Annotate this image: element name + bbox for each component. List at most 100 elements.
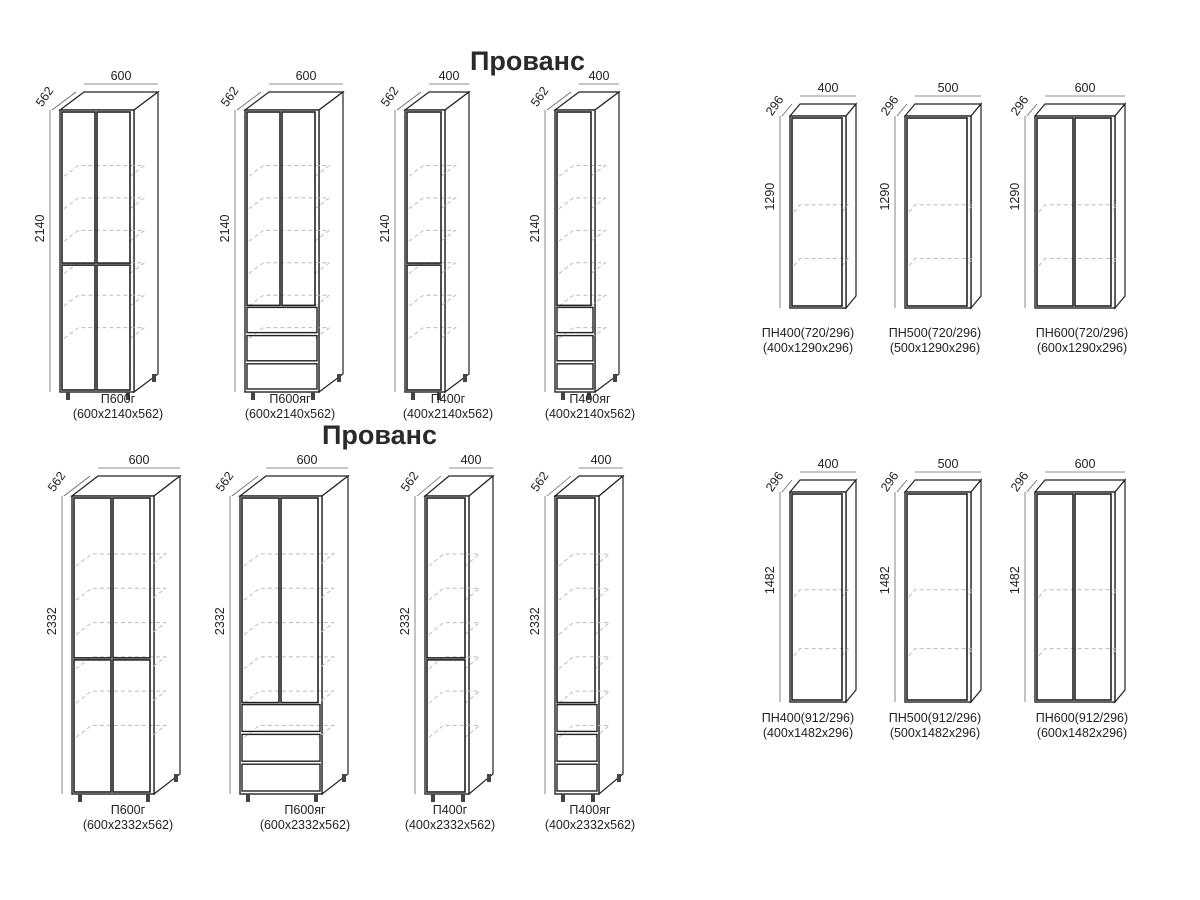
- cabinet-model: П600яг: [284, 803, 326, 817]
- glass-door: [556, 497, 596, 704]
- shelf-line: [248, 197, 331, 210]
- drawer-front: [246, 334, 318, 362]
- depth-dim-line: [781, 479, 793, 493]
- height-label: 1482: [1008, 566, 1022, 594]
- cabinet-top: [788, 103, 858, 117]
- shelf-line: [1038, 258, 1119, 267]
- depth-dim-line: [63, 475, 91, 497]
- depth-label: 562: [528, 469, 551, 494]
- cabinet-dimensions: (500х1290х296): [889, 341, 981, 355]
- cabinet-front: [789, 115, 847, 309]
- depth-label: 562: [398, 469, 421, 494]
- glass-door: [281, 111, 316, 307]
- cabinet-dimensions: (600х1290х296): [1036, 341, 1128, 355]
- shelf-line: [1038, 648, 1119, 657]
- height-label: 1482: [878, 566, 892, 594]
- section-title-bottom: Прованс: [322, 420, 437, 450]
- shelf-line: [428, 622, 481, 635]
- cabinet-caption: П600яг(600х2140х562): [195, 392, 385, 422]
- glass-door: [1036, 493, 1074, 701]
- cabinet-caption: П600г(600х2332х562): [33, 803, 223, 833]
- cabinet-leg: [411, 392, 415, 400]
- height-label: 2140: [528, 214, 542, 242]
- cabinet-caption: ПН500(912/296)(500х1482х296): [840, 711, 1030, 741]
- width-label: 400: [818, 81, 839, 95]
- shelf-line: [63, 164, 146, 177]
- width-label: 600: [296, 69, 317, 83]
- cabinet-leg: [314, 794, 318, 802]
- drawer-front: [241, 703, 321, 733]
- cabinet-leg: [437, 392, 441, 400]
- height-label: 1482: [763, 566, 777, 594]
- glass-door: [280, 497, 319, 704]
- height-label: 1290: [1008, 183, 1022, 211]
- shelf-line: [908, 258, 975, 267]
- shelf-line: [1038, 589, 1119, 598]
- drawer-front: [241, 733, 321, 762]
- section-title-top: Прованс: [470, 46, 585, 76]
- cabinet-front: [554, 109, 596, 393]
- depth-dim-line: [896, 103, 908, 117]
- height-label: 2140: [218, 214, 232, 242]
- lower-door: [406, 264, 442, 391]
- width-label: 500: [938, 81, 959, 95]
- cabinet-model: П600яг: [269, 392, 311, 406]
- cabinet-side: [153, 474, 181, 796]
- drawer-front: [556, 733, 598, 762]
- glass-door: [241, 497, 280, 704]
- cabinet-caption: ПН400(912/296)(400х1482х296): [713, 711, 903, 741]
- width-label: 400: [818, 457, 839, 471]
- cabinet-side: [318, 90, 344, 394]
- cabinet-dimensions: (600х1482х296): [1036, 726, 1128, 740]
- glass-door: [73, 497, 112, 659]
- shelf-line: [558, 229, 607, 242]
- shelf-line: [558, 656, 611, 670]
- shelf-line: [75, 690, 168, 704]
- glass-door: [791, 117, 843, 307]
- height-label: 2332: [45, 607, 59, 635]
- shelf-line: [243, 553, 336, 567]
- cabinet-caption: П600яг(600х2332х562): [210, 803, 400, 833]
- shelf-line: [428, 724, 481, 738]
- cabinet-caption: П400г(400х2332х562): [355, 803, 545, 833]
- cabinet-side: [1114, 478, 1126, 704]
- cabinet-dimensions: (600х2332х562): [82, 818, 174, 832]
- cabinet-dimensions: (500х1482х296): [889, 726, 981, 740]
- cabinet-side: [970, 478, 982, 704]
- cabinet-front: [424, 495, 470, 795]
- cabinet-front: [554, 495, 600, 795]
- cabinet-side: [594, 90, 620, 394]
- cabinet-top: [1033, 103, 1127, 117]
- depth-label: 562: [378, 84, 401, 109]
- width-label: 400: [589, 69, 610, 83]
- cabinet-side: [598, 474, 624, 796]
- cabinet-leg: [78, 794, 82, 802]
- cabinet-caption: П400яг(400х2332х562): [495, 803, 685, 833]
- cabinet-leg: [561, 794, 565, 802]
- cabinet-model: П400г: [430, 392, 466, 406]
- cabinet-leg: [337, 374, 341, 382]
- depth-label: 562: [45, 469, 68, 494]
- cabinet-dimensions: (400х2140х562): [544, 407, 636, 421]
- cabinet-model: П400яг: [569, 392, 611, 406]
- shelf-line: [63, 197, 146, 210]
- shelf-line: [63, 327, 146, 339]
- cabinet-model: П400яг: [569, 803, 611, 817]
- drawer-front: [556, 363, 594, 390]
- cabinet-model: ПН500(912/296): [888, 711, 982, 725]
- glass-door: [426, 497, 466, 659]
- cabinet-leg: [174, 774, 178, 782]
